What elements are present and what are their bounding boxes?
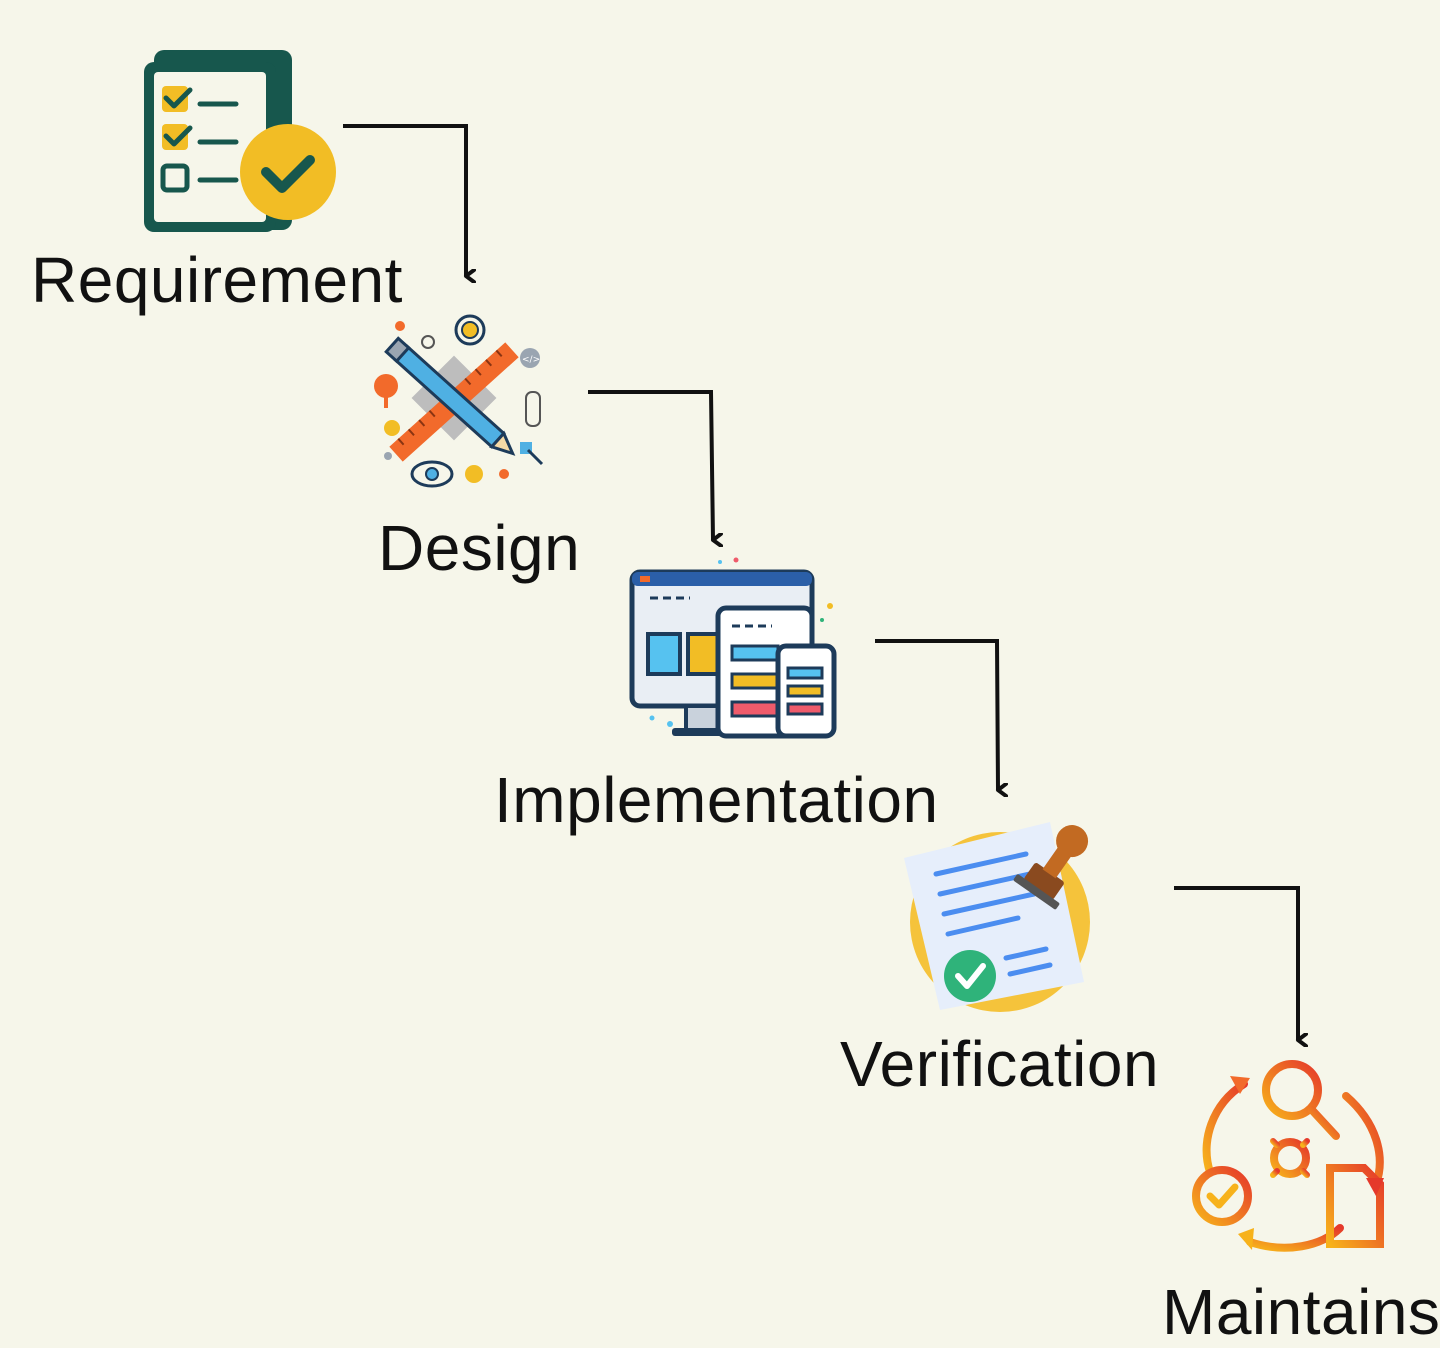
- approved-document-icon: [904, 822, 1090, 1012]
- step-label-maintains: Maintains: [1162, 1276, 1440, 1348]
- maintenance-cycle-icon: [1192, 1060, 1384, 1252]
- svg-text:</>: </>: [522, 355, 540, 365]
- step-label-requirement: Requirement: [31, 244, 403, 316]
- step-label-design: Design: [378, 512, 581, 584]
- step-label-implementation: Implementation: [494, 764, 939, 836]
- arrow-requirement-to-design: [343, 124, 466, 276]
- checklist-icon: [144, 50, 336, 232]
- arrow-implementation-to-verification: [875, 639, 998, 790]
- devices-icon: [629, 557, 837, 739]
- arrow-design-to-implementation: [588, 390, 713, 540]
- arrow-verification-to-maintains: [1174, 886, 1298, 1040]
- step-label-verification: Verification: [840, 1028, 1160, 1100]
- design-tools-icon: </>: [374, 314, 544, 488]
